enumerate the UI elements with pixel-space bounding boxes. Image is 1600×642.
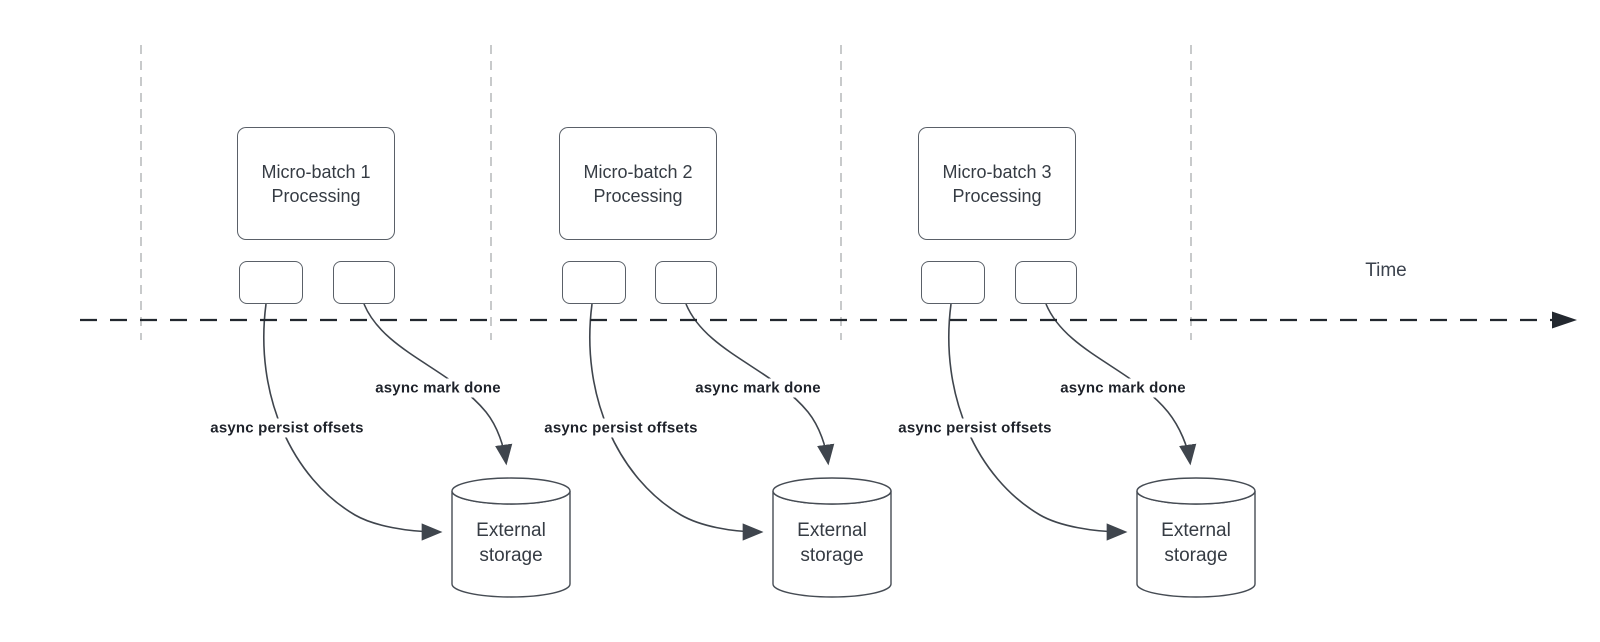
mark-done-label-1: async mark done [372,378,504,398]
external-storage-cylinder-1 [451,477,571,598]
persist-offsets-arrow-3 [948,303,1128,541]
persist-offsets-label-1: async persist offsets [207,418,367,438]
mark-done-label-3: async mark done [1057,378,1189,398]
mark-done-task-box-3 [1015,261,1077,304]
persist-offsets-task-box-3 [921,261,985,304]
micro-batch-1-box: Micro-batch 1 Processing [237,127,395,240]
persist-offsets-label-2: async persist offsets [541,418,701,438]
micro-batch-3-box: Micro-batch 3 Processing [918,127,1076,240]
mark-done-task-box-1 [333,261,395,304]
external-storage-label-3: External storage [1161,520,1231,566]
external-storage-label-1: External storage [476,520,546,566]
timeline-arrowhead-icon [1552,311,1577,329]
persist-offsets-arrow-2 [589,303,764,541]
external-storage-cylinder-2 [772,477,892,598]
external-storage-cylinder-3 [1136,477,1256,598]
mark-done-task-box-2 [655,261,717,304]
micro-batch-3-label: Micro-batch 3 Processing [942,161,1052,206]
mark-done-label-2: async mark done [692,378,824,398]
persist-offsets-task-box-1 [239,261,303,304]
external-storage-label-2: External storage [797,520,867,566]
micro-batch-2-label: Micro-batch 2 Processing [583,161,693,206]
time-axis-label: Time [1365,260,1407,281]
micro-batch-2-box: Micro-batch 2 Processing [559,127,717,240]
persist-offsets-task-box-2 [562,261,626,304]
persist-offsets-label-3: async persist offsets [895,418,1055,438]
persist-offsets-arrow-1 [263,303,443,541]
micro-batch-1-label: Micro-batch 1 Processing [261,161,371,206]
